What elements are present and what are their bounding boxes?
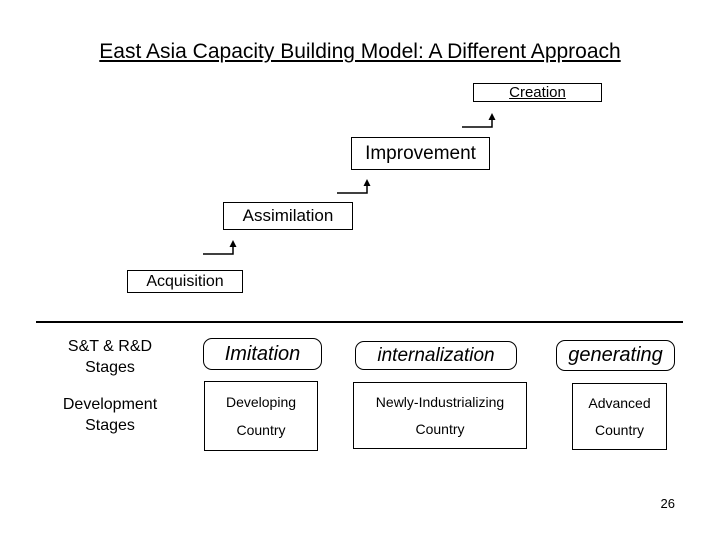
stage-label-internalization: internalization — [377, 344, 495, 366]
country-box-advanced: Advanced Country — [572, 383, 667, 450]
stage-label-generating: generating — [568, 344, 663, 366]
step-label-improvement: Improvement — [365, 142, 476, 164]
stage-box-internalization: internalization — [355, 341, 517, 370]
country-line2: Country — [415, 421, 465, 437]
row-header-line1: S&T & R&D — [67, 338, 153, 355]
slide-title: East Asia Capacity Building Model: A Dif… — [99, 40, 621, 63]
stage-box-generating: generating — [556, 340, 675, 371]
stage-box-imitation: Imitation — [203, 338, 322, 370]
page-number: 26 — [660, 496, 675, 511]
step-box-acquisition: Acquisition — [127, 270, 243, 293]
step-label-acquisition: Acquisition — [146, 272, 224, 290]
step-up-arrow-icon — [462, 113, 496, 128]
country-box-developing: Developing Country — [204, 381, 318, 451]
row-header-line2: Stages — [85, 417, 135, 434]
country-box-newly-industrializing: Newly-Industrializing Country — [353, 382, 527, 449]
stage-label-imitation: Imitation — [224, 342, 301, 365]
country-line1: Advanced — [588, 395, 651, 411]
country-line2: Country — [594, 422, 645, 438]
row-header-line2: Stages — [85, 359, 135, 376]
row-header-st-rd-stages: S&T & R&D Stages — [45, 336, 175, 378]
step-box-improvement: Improvement — [351, 137, 490, 170]
country-line1: Newly-Industrializing — [375, 394, 505, 410]
row-header-line1: Development — [62, 396, 158, 413]
country-line2: Country — [236, 422, 286, 438]
step-box-assimilation: Assimilation — [223, 202, 353, 230]
step-box-creation: Creation — [473, 83, 602, 102]
country-line1: Developing — [225, 394, 297, 410]
row-header-development-stages: Development Stages — [45, 394, 175, 436]
step-label-creation: Creation — [509, 84, 566, 101]
step-up-arrow-icon — [337, 179, 371, 194]
separator-line — [36, 321, 683, 323]
step-up-arrow-icon — [203, 240, 237, 255]
step-label-assimilation: Assimilation — [242, 206, 334, 225]
